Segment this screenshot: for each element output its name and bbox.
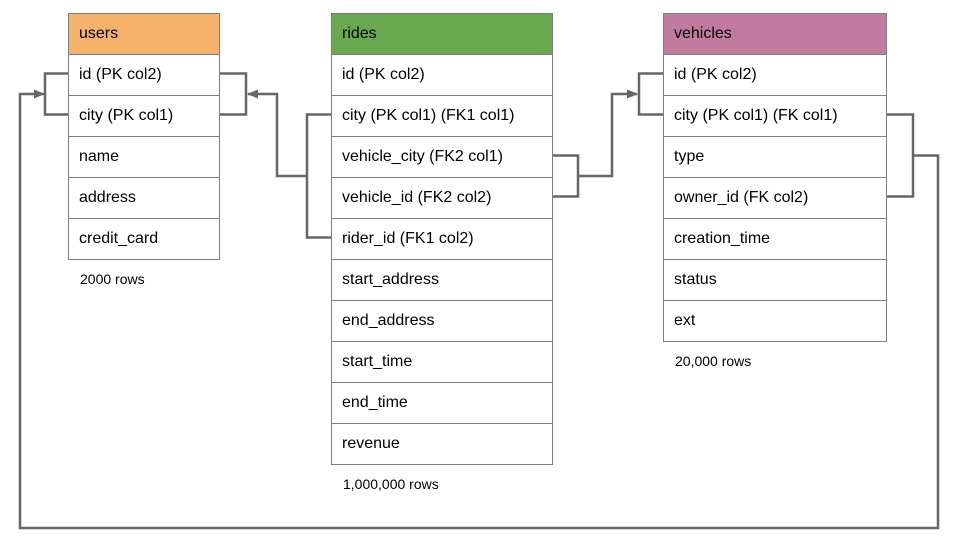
fk-users-bracket — [43, 72, 68, 116]
vehicles-row-count-label: 20,000 rows — [675, 353, 752, 369]
fk1-arrow-line — [247, 89, 307, 178]
column-rides-city: city (PK col1) (FK1 col1) — [332, 95, 552, 136]
rides-row-count-label: 1,000,000 rows — [343, 476, 439, 492]
column-vehicles-city: city (PK col1) (FK col1) — [664, 95, 886, 136]
table-users-header: users — [69, 14, 219, 54]
column-users-address: address — [69, 177, 219, 218]
fk-vehicles-bracket — [887, 113, 915, 198]
column-rides-vehicle-city: vehicle_city (FK2 col1) — [332, 136, 552, 177]
column-vehicles-id: id (PK col2) — [664, 54, 886, 95]
column-users-credit-card: credit_card — [69, 218, 219, 259]
table-rides-header: rides — [332, 14, 552, 54]
fk1-users-bracket — [220, 72, 248, 116]
column-vehicles-status: status — [664, 259, 886, 300]
column-users-id: id (PK col2) — [69, 54, 219, 95]
column-users-name: name — [69, 136, 219, 177]
column-rides-vehicle-id: vehicle_id (FK2 col2) — [332, 177, 552, 218]
fk2-arrow-line — [578, 89, 638, 178]
column-rides-start-time: start_time — [332, 341, 552, 382]
column-rides-start-address: start_address — [332, 259, 552, 300]
table-vehicles-header: vehicles — [664, 14, 886, 54]
column-rides-revenue: revenue — [332, 423, 552, 464]
fk-arrow-line — [18, 89, 940, 530]
table-vehicles: vehicles id (PK col2) city (PK col1) (FK… — [663, 13, 887, 369]
table-users: users id (PK col2) city (PK col1) name a… — [68, 13, 220, 287]
column-users-city: city (PK col1) — [69, 95, 219, 136]
column-vehicles-creation-time: creation_time — [664, 218, 886, 259]
column-rides-end-time: end_time — [332, 382, 552, 423]
fk1-rides-bracket — [305, 113, 331, 239]
column-vehicles-type: type — [664, 136, 886, 177]
users-row-count-label: 2000 rows — [80, 271, 145, 287]
column-rides-id: id (PK col2) — [332, 54, 552, 95]
column-rides-rider-id: rider_id (FK1 col2) — [332, 218, 552, 259]
column-vehicles-owner-id: owner_id (FK col2) — [664, 177, 886, 218]
column-vehicles-ext: ext — [664, 300, 886, 341]
table-rides: rides id (PK col2) city (PK col1) (FK1 c… — [331, 13, 553, 492]
fk2-vehicles-bracket — [637, 72, 663, 116]
column-rides-end-address: end_address — [332, 300, 552, 341]
fk2-rides-bracket — [553, 154, 580, 198]
